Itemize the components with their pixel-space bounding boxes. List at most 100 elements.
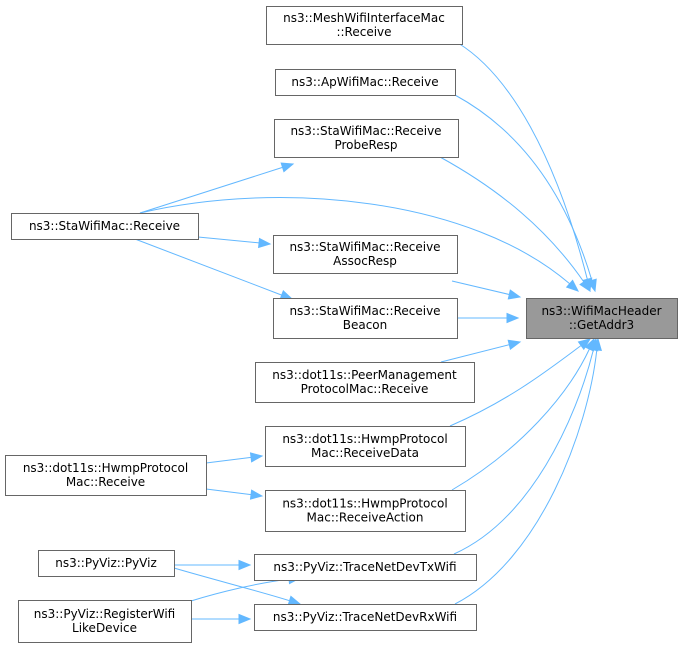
node-box — [274, 119, 459, 158]
node-mesh-receive[interactable]: ns3::MeshWifiInterfaceMac::Receive — [266, 6, 463, 45]
node-box — [273, 298, 458, 339]
node-label: ns3::PyViz::PyViz — [55, 556, 157, 570]
edge-sta_probe-to-getaddr3 — [439, 156, 591, 293]
node-box — [18, 600, 192, 643]
arrow-head — [238, 559, 252, 571]
edge-hwmp_receive-to-hwmp_data — [205, 452, 264, 464]
edge-rx_wifi-to-getaddr3 — [454, 337, 602, 605]
node-label: ns3::StaWifiMac::Receive — [289, 240, 440, 254]
arrow-head — [249, 452, 264, 463]
arrow-head — [287, 595, 302, 606]
node-label: ns3::WifiMacHeader — [541, 304, 661, 318]
node-box — [255, 362, 475, 403]
node-box — [266, 6, 463, 45]
edge-line — [197, 236, 260, 244]
node-box — [254, 554, 477, 581]
edge-peer_receive-to-getaddr3 — [440, 339, 522, 363]
edge-line — [453, 349, 594, 555]
node-box — [265, 426, 466, 467]
edge-hwmp_action-to-getaddr3 — [451, 337, 595, 491]
node-label: Mac::Receive — [66, 475, 145, 489]
edge-line — [451, 348, 590, 491]
edge-hwmp_receive-to-hwmp_action — [205, 488, 264, 500]
arrow-head — [577, 338, 592, 351]
edge-line — [457, 42, 588, 280]
edge-tx_wifi-to-getaddr3 — [453, 337, 599, 555]
edge-line — [134, 238, 282, 296]
node-ap-receive[interactable]: ns3::ApWifiMac::Receive — [275, 69, 456, 96]
node-peer-receive[interactable]: ns3::dot11s::PeerManagementProtocolMac::… — [255, 362, 475, 403]
node-label: ::GetAddr3 — [569, 318, 634, 332]
node-label: ProbeResp — [334, 138, 397, 152]
edge-pyviz-to-tx_wifi — [174, 559, 252, 571]
edge-sta_beacon-to-getaddr3 — [457, 312, 520, 324]
arrow-head — [579, 278, 591, 293]
edge-line — [454, 349, 598, 605]
node-label: ns3::dot11s::HwmpProtocol — [23, 461, 188, 475]
edge-line — [449, 345, 582, 427]
edge-line — [440, 344, 510, 363]
edge-line — [451, 280, 510, 295]
node-label: AssocResp — [333, 254, 397, 268]
node-label: ns3::PyViz::TraceNetDevRxWifi — [273, 610, 457, 624]
arrow-head — [586, 278, 597, 293]
edge-line — [454, 94, 593, 281]
node-sta-receive[interactable]: ns3::StaWifiMac::Receive — [11, 213, 199, 240]
node-label: ns3::dot11s::PeerManagement — [272, 368, 457, 382]
edge-line — [190, 578, 290, 602]
node-label: ns3::StaWifiMac::Receive — [289, 304, 440, 318]
node-label: ns3::dot11s::HwmpProtocol — [282, 497, 447, 511]
node-label: Mac::ReceiveAction — [307, 511, 424, 525]
node-label: ns3::StaWifiMac::Receive — [29, 219, 180, 233]
edge-hwmp_data-to-getaddr3 — [449, 338, 592, 427]
edges-layer — [134, 42, 602, 625]
arrow-head — [565, 279, 580, 292]
node-label: ns3::StaWifiMac::Receive — [290, 124, 441, 138]
edge-sta_receive-to-sta_probe — [139, 162, 295, 214]
node-hwmp-data[interactable]: ns3::dot11s::HwmpProtocolMac::ReceiveDat… — [265, 426, 466, 467]
node-hwmp-action[interactable]: ns3::dot11s::HwmpProtocolMac::ReceiveAct… — [265, 490, 466, 532]
node-box — [38, 550, 175, 577]
node-box — [275, 69, 456, 96]
node-box — [5, 455, 207, 496]
arrow-head — [249, 489, 264, 500]
edge-sta_assoc-to-getaddr3 — [451, 280, 522, 300]
node-label: LikeDevice — [72, 621, 137, 635]
node-label: ns3::ApWifiMac::Receive — [291, 75, 438, 89]
node-label: ns3::PyViz::RegisterWifi — [34, 607, 175, 621]
node-rx-wifi[interactable]: ns3::PyViz::TraceNetDevRxWifi — [254, 604, 477, 631]
node-box — [265, 490, 466, 532]
node-getaddr3[interactable]: ns3::WifiMacHeader::GetAddr3 — [526, 298, 678, 339]
node-label: ns3::MeshWifiInterfaceMac — [283, 11, 445, 25]
edge-sta_receive-to-getaddr3 — [139, 197, 580, 292]
node-label: ::Receive — [336, 25, 391, 39]
node-label: Beacon — [343, 318, 388, 332]
edge-register-to-rx_wifi — [191, 613, 252, 625]
arrow-head — [591, 337, 602, 351]
edge-line — [173, 567, 290, 602]
edge-sta_receive-to-sta_assoc — [197, 236, 272, 249]
node-label: Mac::ReceiveData — [311, 446, 419, 460]
node-label: ProtocolMac::Receive — [301, 382, 429, 396]
arrow-head — [280, 162, 295, 173]
arrow-head — [507, 289, 522, 300]
edge-line — [205, 456, 252, 464]
nodes-layer: ns3::WifiMacHeader::GetAddr3 ns3::MeshWif… — [5, 6, 678, 643]
edge-ap_receive-to-getaddr3 — [454, 94, 597, 293]
edge-line — [139, 197, 571, 285]
node-box — [254, 604, 477, 631]
edge-sta_receive-to-sta_beacon — [134, 238, 294, 300]
node-pyviz[interactable]: ns3::PyViz::PyViz — [38, 550, 175, 577]
arrow-head — [507, 339, 522, 350]
node-box — [11, 213, 199, 240]
arrow-head — [506, 312, 520, 324]
node-tx-wifi[interactable]: ns3::PyViz::TraceNetDevTxWifi — [254, 554, 477, 581]
node-box — [526, 298, 678, 339]
edge-line — [139, 166, 283, 214]
